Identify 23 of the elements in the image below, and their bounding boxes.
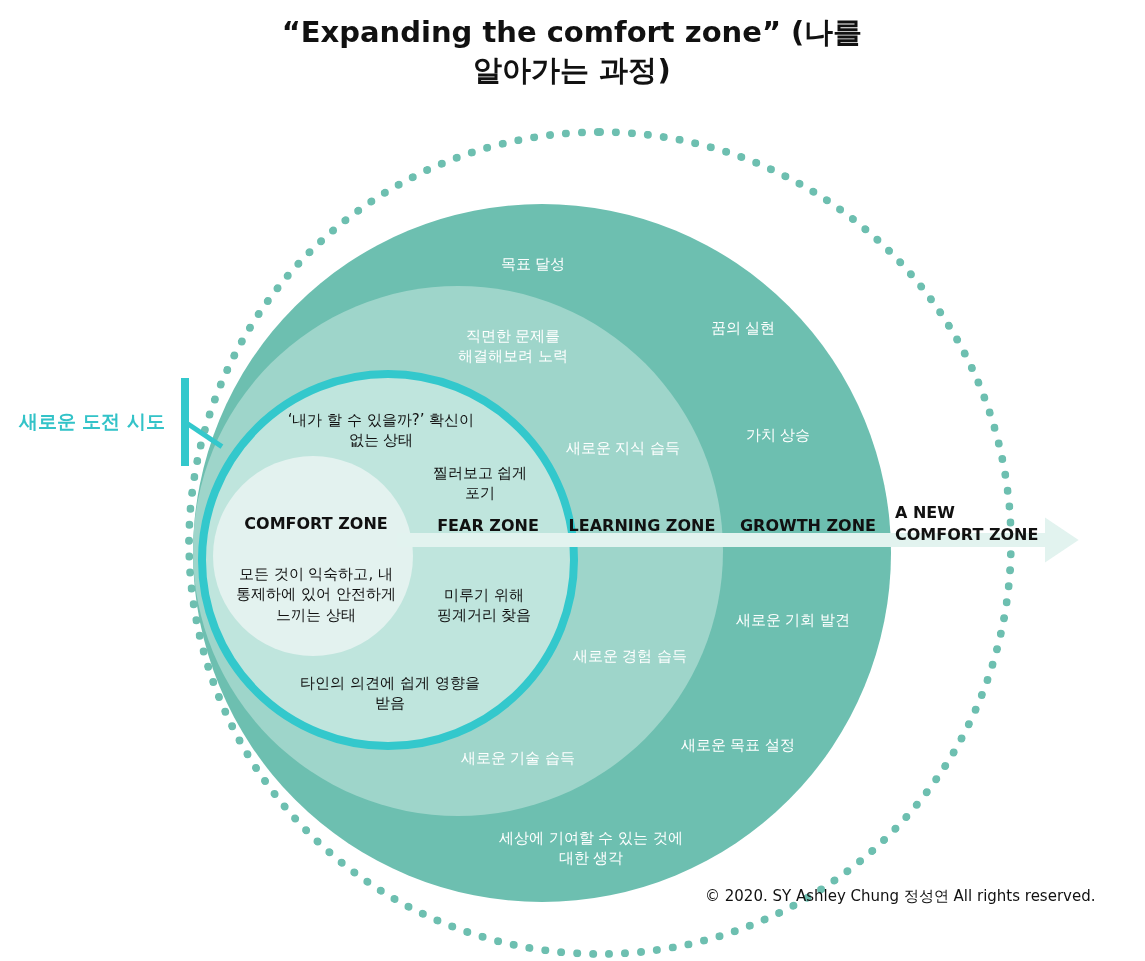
- zone-label: LEARNING ZONE: [567, 515, 717, 537]
- zone-text: 미루기 위해 핑계거리 찾음: [435, 584, 533, 626]
- zone-text: 목표 달성: [499, 253, 567, 275]
- zone-text: 새로운 기술 습득: [459, 747, 577, 769]
- zone-text: 새로운 경험 습득: [571, 645, 689, 667]
- callout-text: 새로운 도전 시도: [7, 409, 177, 435]
- zone-text: 직면한 문제를 해결해보려 노력: [457, 325, 569, 367]
- zone-text: 꿈의 실현: [709, 317, 777, 339]
- zone-text: 가치 상승: [744, 424, 812, 446]
- zone-text: 타인의 의견에 쉽게 영향을 받음: [300, 672, 480, 714]
- zone-label: COMFORT ZONE: [243, 513, 389, 535]
- zone-text: 새로운 목표 설정: [679, 734, 797, 756]
- zone-text: 새로운 지식 습득: [564, 437, 682, 459]
- zone-text: 모든 것이 익숙하고, 내 통제하에 있어 안전하게 느끼는 상태: [235, 563, 397, 625]
- zone-label: FEAR ZONE: [436, 515, 540, 537]
- zone-text: 찔러보고 쉽게 포기: [431, 462, 529, 504]
- zone-text: 세상에 기여할 수 있는 것에 대한 생각: [497, 827, 685, 869]
- zone-label: A NEW COMFORT ZONE: [895, 502, 1040, 546]
- zone-label: GROWTH ZONE: [738, 515, 878, 537]
- zone-text: 새로운 기회 발견: [734, 609, 852, 631]
- copyright-note: © 2020. SY Ashley Chung 정성연 All rights reserved.: [705, 887, 1096, 906]
- zone-text: ‘내가 할 수 있을까?’ 확신이 없는 상태: [286, 409, 476, 451]
- diagram-title: “Expanding the comfort zone” (나를 알아가는 과정): [280, 14, 864, 89]
